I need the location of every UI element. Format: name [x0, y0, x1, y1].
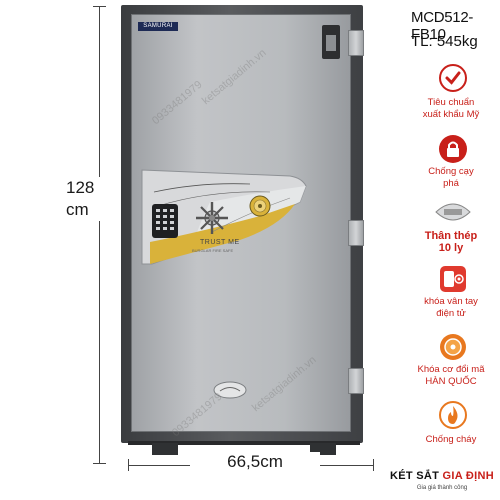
feature-label-anti-pry: Chống cạy phá: [428, 166, 474, 189]
panel-trust-text: TRUST ME: [200, 239, 240, 246]
model-number: MCD512-FB10: [411, 9, 474, 43]
feature-label-fingerprint: khóa vân tay điện tử: [424, 296, 478, 319]
dial-lock-icon: [440, 334, 466, 360]
safe-foot-left: [152, 443, 178, 455]
check-badge-icon: [439, 64, 467, 92]
feature-label-fireproof: Chống cháy: [425, 434, 477, 445]
width-label: 66,5cm: [190, 452, 320, 472]
lock-panel: [141, 169, 307, 265]
height-dimension-cap-top: [93, 6, 106, 7]
height-unit: cm: [66, 200, 89, 219]
fingerprint-lock-icon: [440, 266, 466, 292]
width-dimension-cap-left: [128, 459, 129, 471]
height-value: 128: [66, 178, 95, 197]
fingerprint-keypad[interactable]: [152, 204, 178, 238]
door-hinge-bottom: [348, 368, 364, 394]
key-lock-slot: [326, 35, 336, 51]
width-dimension-cap-right: [373, 459, 374, 471]
height-dimension-cap-bottom: [93, 463, 106, 464]
feature-label-us-standard: Tiêu chuẩn xuất khẩu Mỹ: [422, 97, 480, 120]
door-hinge-top: [348, 30, 364, 56]
door-emblem: [213, 381, 247, 399]
footer-brand: KÉT SẮT GIA ĐỊNH: [389, 470, 494, 482]
steel-badge-icon: [435, 203, 471, 221]
door-hinge-middle: [348, 220, 364, 246]
door-brand-logo: SAMURAI: [138, 22, 178, 31]
footer-slogan: Gia giá thành công: [416, 485, 468, 491]
combination-dial[interactable]: [249, 195, 271, 217]
feature-label-dial-lock: Khóa cơ đổi mã HÀN QUỐC: [417, 364, 485, 387]
safe-base: [128, 441, 360, 445]
panel-subtext: BURGLAR FIRE SAFE: [192, 248, 234, 253]
height-dimension-line: [99, 6, 100, 464]
handle-wheel[interactable]: [196, 202, 228, 234]
feature-label-steel-body: Thân thép 10 ly: [424, 230, 478, 254]
fire-icon: [439, 401, 467, 429]
height-label: 128 cm: [66, 177, 130, 221]
padlock-icon: [439, 135, 467, 163]
weight-text: TL: 545kg: [411, 33, 478, 50]
